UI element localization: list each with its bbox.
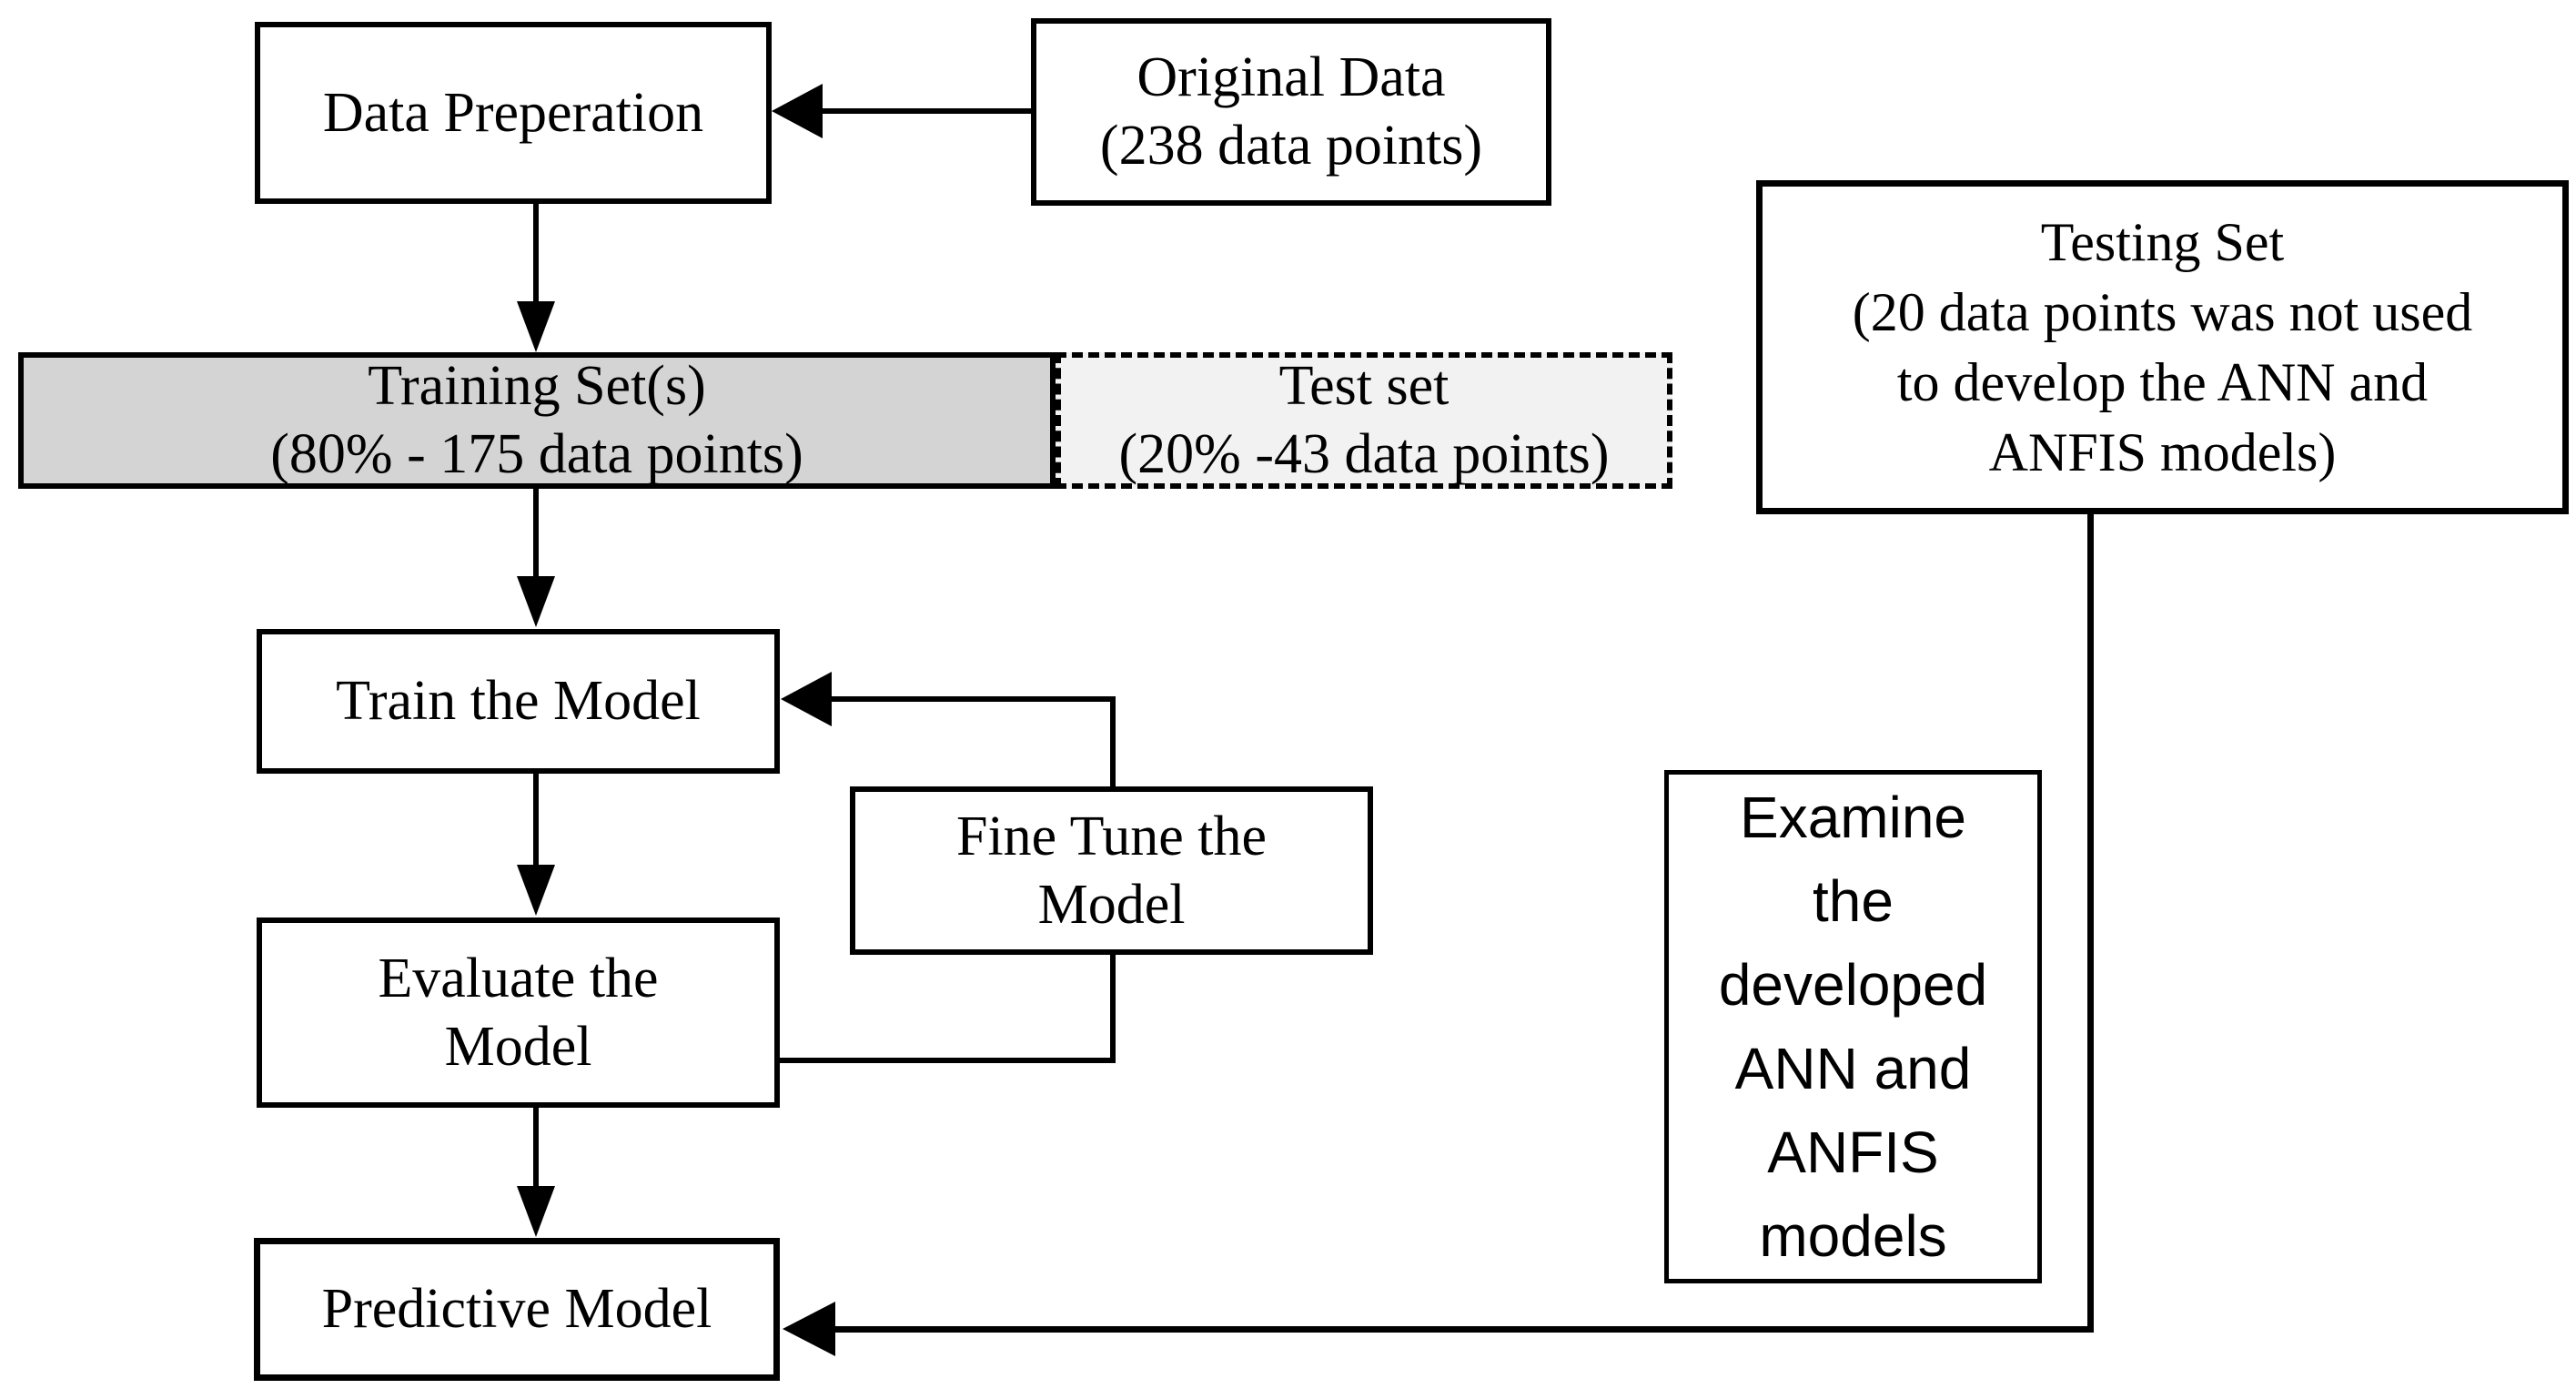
arrow-original-to-dataprep-head-icon — [772, 84, 823, 138]
node-examine-models-label: Examine the developed ANN and ANFIS mode… — [1718, 785, 1988, 1269]
arrow-testing-to-predictive-head-icon — [783, 1302, 835, 1356]
node-original-data-label: Original Data (238 data points) — [1099, 46, 1483, 177]
arrow-trainmodel-to-evaluate-head-icon — [517, 865, 555, 916]
node-data-preparation: Data Preperation — [255, 22, 772, 204]
node-predictive-model: Predictive Model — [254, 1238, 780, 1381]
node-original-data: Original Data (238 data points) — [1031, 18, 1551, 206]
arrow-evaluate-to-predictive-head-icon — [517, 1186, 555, 1237]
node-testing-set-label: Testing Set (20 data points was not used… — [1852, 211, 2473, 482]
arrow-testing-to-predictive-horizontal-line — [835, 1326, 2094, 1333]
arrow-training-to-trainmodel-line — [533, 489, 539, 577]
arrow-training-to-trainmodel-head-icon — [517, 576, 555, 627]
node-evaluate-the-model: Evaluate the Model — [257, 917, 780, 1108]
node-predictive-model-label: Predictive Model — [321, 1278, 712, 1340]
node-training-set-label: Training Set(s) (80% - 175 data points) — [270, 355, 803, 485]
node-training-set: Training Set(s) (80% - 175 data points) — [18, 352, 1056, 489]
node-data-preparation-label: Data Preperation — [322, 81, 704, 144]
node-test-set-label: Test set (20% -43 data points) — [1118, 355, 1610, 485]
node-test-set: Test set (20% -43 data points) — [1056, 352, 1672, 489]
arrow-dataprep-to-training-head-icon — [517, 301, 555, 352]
node-fine-tune-the-model-label: Fine Tune the Model — [955, 805, 1268, 936]
node-testing-set: Testing Set (20 data points was not used… — [1756, 180, 2569, 514]
node-examine-models: Examine the developed ANN and ANFIS mode… — [1664, 770, 2042, 1283]
arrow-trainmodel-to-evaluate-line — [533, 774, 539, 866]
arrow-dataprep-to-training-line — [533, 204, 539, 304]
arrow-evaluate-to-predictive-line — [533, 1108, 539, 1188]
node-evaluate-the-model-label: Evaluate the Model — [378, 947, 659, 1078]
loop-evaluate-to-finetune-line — [780, 1058, 1116, 1063]
arrow-testing-to-predictive-vertical-line — [2087, 514, 2094, 1330]
node-fine-tune-the-model: Fine Tune the Model — [850, 786, 1373, 955]
node-train-the-model-label: Train the Model — [336, 670, 701, 732]
loop-finetune-to-trainmodel-line — [832, 696, 1116, 702]
node-train-the-model: Train the Model — [257, 629, 780, 774]
loop-finetune-to-trainmodel-head-icon — [781, 672, 832, 726]
arrow-original-to-dataprep-line — [815, 108, 1031, 114]
